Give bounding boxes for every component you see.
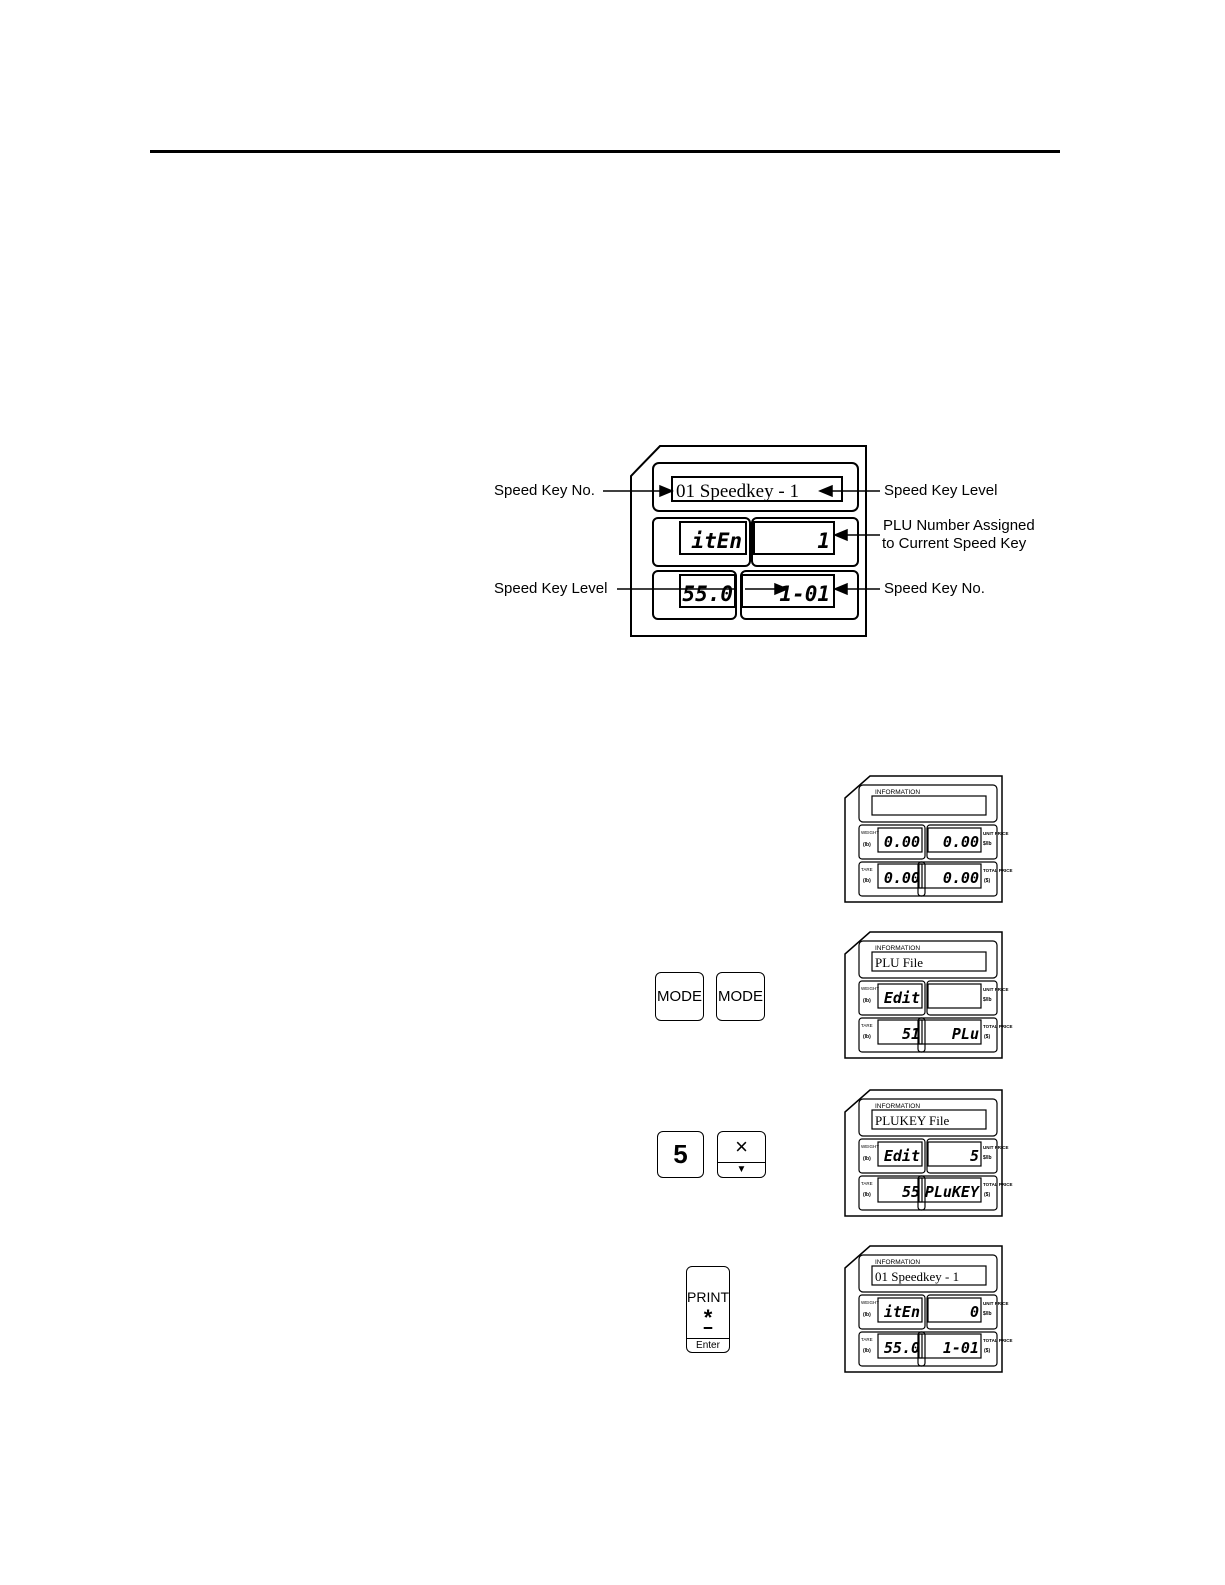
scale-display-1: INFORMATION WEIGHT (lb) UNIT PRICE $/lb 0.00 0… — [844, 775, 1013, 903]
tare-label: TARE — [861, 1181, 873, 1186]
unit-price-label: UNIT PRICE — [983, 987, 1009, 992]
main-left-mid-text: itEn — [691, 529, 742, 553]
lb-label: (lb) — [863, 1156, 871, 1162]
weight-label: WEIGHT — [861, 1300, 879, 1305]
asterisk-icon: * — [703, 1305, 713, 1330]
main-info-text: 01 Speedkey - 1 — [676, 481, 799, 502]
unit-price-label: UNIT PRICE — [983, 1145, 1009, 1150]
print-key-label: PRINT — [687, 1289, 729, 1305]
label-speed-key-level-left: Speed Key Level — [494, 580, 608, 597]
unit-price-value: 0.00 — [943, 833, 979, 851]
info-line-text: 01 Speedkey - 1 — [875, 1269, 959, 1284]
lb-label: (lb) — [863, 1034, 871, 1040]
tare-value: 55 — [902, 1183, 920, 1201]
lb-label: (lb) — [863, 998, 871, 1004]
per-lb-label: $/lb — [983, 997, 992, 1003]
scale-display-4: INFORMATION 01 Speedkey - 1 WEIGHT (lb) UNIT… — [844, 1245, 1013, 1373]
header-rule — [150, 150, 1060, 153]
lb-label: (lb) — [863, 1348, 871, 1354]
per-lb-label: $/lb — [983, 1155, 992, 1161]
mode-key-2-label: MODE — [718, 988, 763, 1005]
lb-label: (lb) — [863, 1192, 871, 1198]
print-enter-key[interactable]: PRINT * Enter — [686, 1266, 730, 1353]
weight-value: Edit — [884, 989, 920, 1007]
label-plu-line2: to Current Speed Key — [882, 535, 1027, 552]
digit-5-key-label: 5 — [673, 1139, 688, 1169]
info-line-text: PLU File — [875, 955, 923, 970]
tare-label: TARE — [861, 867, 873, 872]
mode-key-1[interactable]: MODE — [655, 972, 704, 1021]
information-label: INFORMATION — [875, 789, 920, 796]
label-plu-line1: PLU Number Assigned — [883, 517, 1035, 534]
weight-label: WEIGHT — [861, 986, 879, 991]
weight-label: WEIGHT — [861, 830, 879, 835]
main-left-bot-text: 55.0 — [682, 582, 733, 606]
total-value: PLu — [952, 1025, 979, 1043]
multiply-key[interactable]: × ▼ — [717, 1131, 766, 1178]
total-price-label: TOTAL PRICE — [983, 1338, 1013, 1343]
tare-value: 0.00 — [884, 869, 920, 887]
down-arrow-icon: ▼ — [718, 1162, 765, 1177]
dollar-label: ($) — [984, 1034, 990, 1040]
information-label: INFORMATION — [875, 1259, 920, 1266]
unit-price-value: 5 — [970, 1147, 979, 1165]
weight-value: Edit — [884, 1147, 920, 1165]
label-speed-key-no-right: Speed Key No. — [884, 580, 985, 597]
total-price-label: TOTAL PRICE — [983, 1024, 1013, 1029]
lb-label: (lb) — [863, 1312, 871, 1318]
per-lb-label: $/lb — [983, 1311, 992, 1317]
dollar-label: ($) — [984, 1348, 990, 1354]
total-price-label: TOTAL PRICE — [983, 1182, 1013, 1187]
main-right-bot-text: 1-01 — [779, 582, 830, 606]
unit-price-label: UNIT PRICE — [983, 831, 1009, 836]
unit-price-label: UNIT PRICE — [983, 1301, 1009, 1306]
total-value: 1-01 — [943, 1339, 979, 1357]
tare-value: 55.0 — [884, 1339, 920, 1357]
tare-label: TARE — [861, 1337, 873, 1342]
per-lb-label: $/lb — [983, 841, 992, 847]
weight-value: itEn — [884, 1303, 920, 1321]
dollar-label: ($) — [984, 1192, 990, 1198]
information-label: INFORMATION — [875, 1103, 920, 1110]
lb-label: (lb) — [863, 842, 871, 848]
total-price-label: TOTAL PRICE — [983, 868, 1013, 873]
digit-5-key[interactable]: 5 — [657, 1131, 704, 1178]
weight-value: 0.00 — [884, 833, 920, 851]
dollar-label: ($) — [984, 878, 990, 884]
weight-label: WEIGHT — [861, 1144, 879, 1149]
tare-value: 51 — [902, 1025, 920, 1043]
lb-label: (lb) — [863, 878, 871, 884]
total-value: PLuKEY — [925, 1183, 980, 1201]
label-speed-key-level-right: Speed Key Level — [884, 482, 998, 499]
enter-key-label: Enter — [687, 1338, 729, 1352]
label-speed-key-no-left: Speed Key No. — [494, 482, 595, 499]
mode-key-2[interactable]: MODE — [716, 972, 765, 1021]
main-right-mid-text: 1 — [817, 529, 830, 553]
information-label: INFORMATION — [875, 945, 920, 952]
unit-price-value: 0 — [970, 1303, 979, 1321]
mode-key-1-label: MODE — [657, 988, 702, 1005]
tare-label: TARE — [861, 1023, 873, 1028]
total-value: 0.00 — [943, 869, 979, 887]
info-line-text: PLUKEY File — [875, 1113, 949, 1128]
multiply-key-label: × — [735, 1134, 748, 1159]
